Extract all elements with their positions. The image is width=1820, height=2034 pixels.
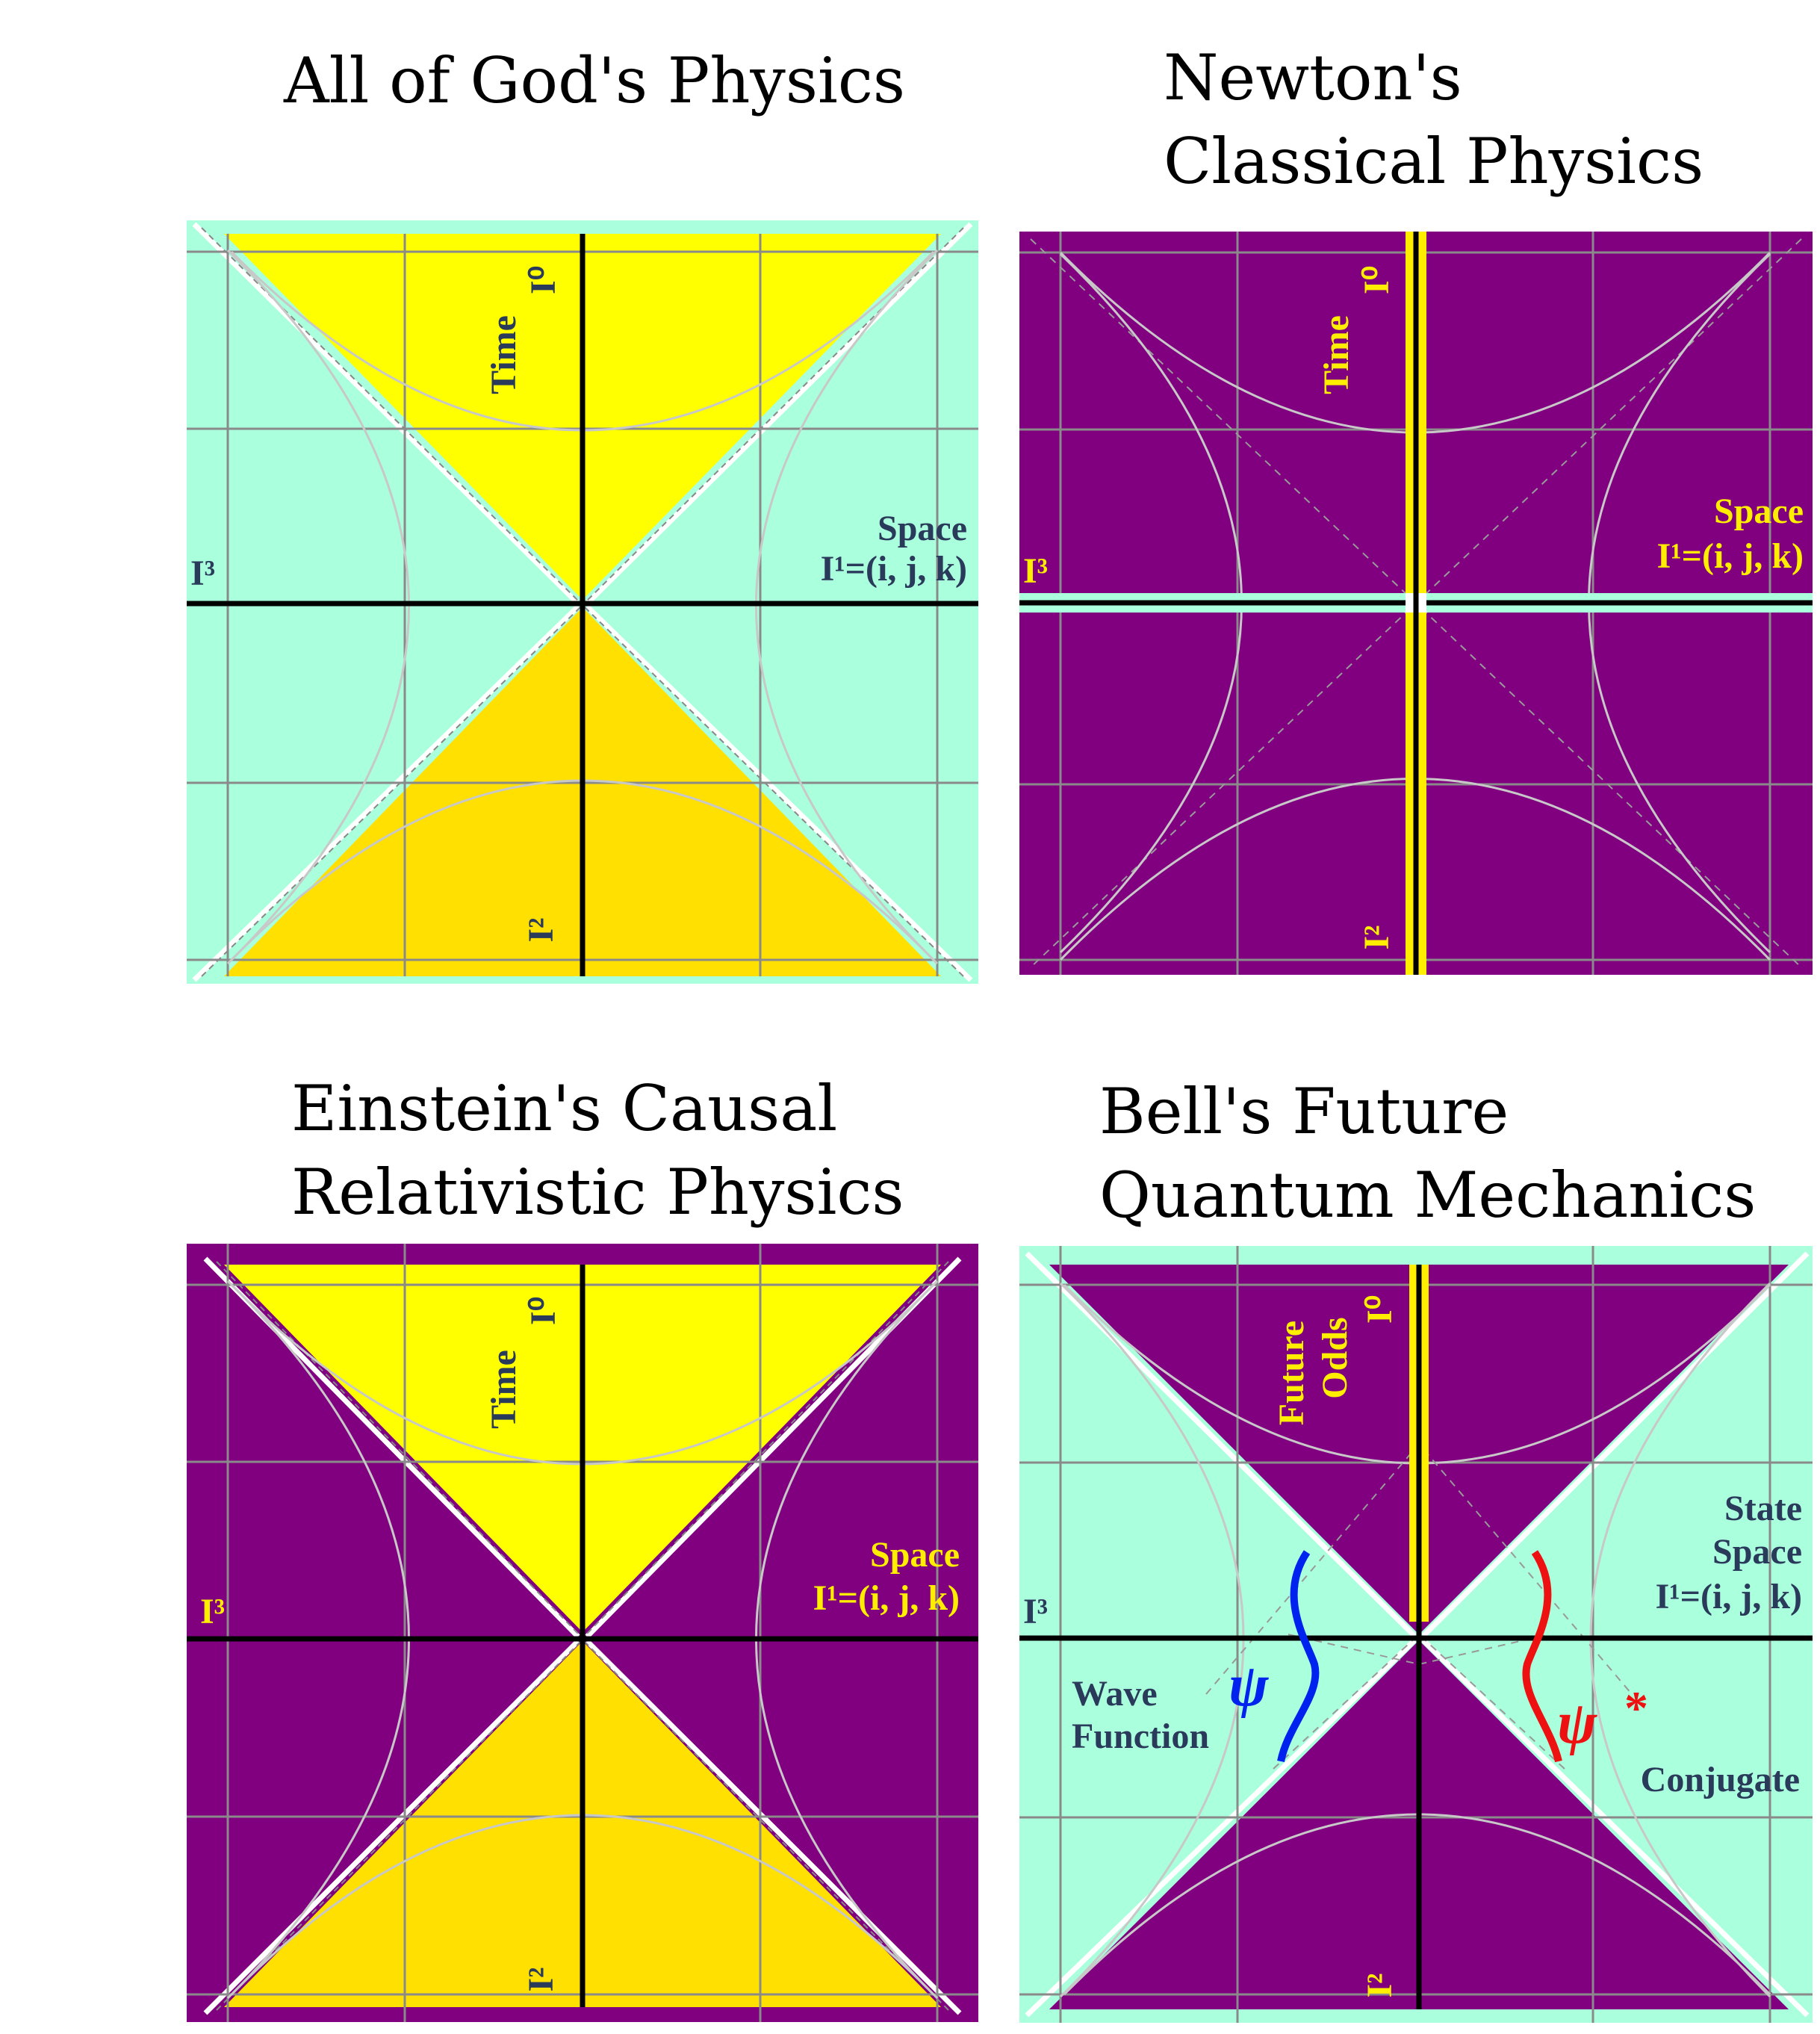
i2-label: I² [1357,925,1397,949]
panel2-title-line2: Classical Physics [1164,125,1704,198]
wave-function-curve [1277,1550,1320,1763]
i3-label: I³ [190,554,215,593]
conjugate-curve [1522,1550,1562,1763]
function-label: Function [1072,1717,1209,1756]
panel3-diagram: Time I⁰ Space I¹=(i, j, k) I³ I² [187,1244,978,2022]
time-label: Time [484,1350,524,1429]
i2-label: I² [521,917,561,942]
panel1-title: All of God's Physics [284,39,905,123]
light-cone-edges [1025,1251,1810,2018]
i0-label: I⁰ [1357,266,1397,294]
i2-label: I² [521,1967,561,1991]
panel1-title-line1: All of God's Physics [284,44,906,117]
panel3-title: Einstein's Causal Relativistic Physics [291,1067,904,1234]
panel1-diagram: Time I⁰ Space I¹=(i, j, k) I³ I² [187,220,978,984]
i1-label: I¹=(i, j, k) [1656,1577,1802,1616]
psi-star-symbol: ψ [1557,1690,1597,1756]
i0-label: I⁰ [1360,1295,1400,1324]
star-symbol: * [1624,1681,1648,1734]
panel4-title-line2: Quantum Mechanics [1099,1159,1757,1232]
panel4-diagram: Future Odds I⁰ State Space I¹=(i, j, k) … [1019,1246,1813,2023]
i2-label: I² [1360,1973,1400,1997]
light-cone-edges [192,222,973,982]
psi-symbol: ψ [1229,1653,1269,1719]
space-label: Space [870,1535,960,1575]
panel2-title-line1: Newton's [1164,41,1462,114]
future-label: Future [1272,1321,1311,1425]
space-label: Space [878,509,967,548]
panel3-title-line1: Einstein's Causal [291,1072,838,1145]
panel4-title-line1: Bell's Future [1099,1075,1509,1148]
i3-label: I³ [200,1592,225,1631]
i1-label: I¹=(i, j, k) [1657,536,1804,576]
conjugate-label: Conjugate [1641,1760,1800,1799]
i0-label: I⁰ [524,266,563,294]
panel3-title-line2: Relativistic Physics [291,1156,904,1229]
i3-label: I³ [1023,551,1048,591]
light-cone-dashes [216,1261,949,2011]
panel4-title: Bell's Future Quantum Mechanics [1099,1070,1756,1237]
space-label: Space [1714,492,1804,531]
space-label: Space [1712,1532,1802,1572]
i0-label: I⁰ [524,1297,563,1325]
time-label: Time [1317,315,1356,394]
panel2-title: Newton's Classical Physics [1164,36,1703,203]
state-label: State [1724,1489,1802,1528]
light-cone-dashes [201,227,964,977]
wave-label: Wave [1072,1674,1158,1714]
i1-label: I¹=(i, j, k) [821,549,967,589]
odds-label: Odds [1315,1317,1355,1398]
time-label: Time [484,315,524,394]
i1-label: I¹=(i, j, k) [813,1578,960,1618]
panel2-diagram: Time I⁰ Space I¹=(i, j, k) I³ I² [1019,232,1813,975]
i3-label: I³ [1023,1592,1048,1631]
